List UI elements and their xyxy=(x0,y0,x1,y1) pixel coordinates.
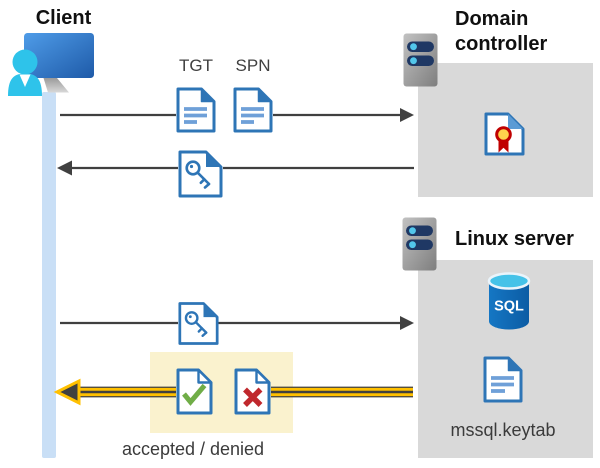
key-ticket-icon-response xyxy=(178,150,223,198)
tgt-document-icon xyxy=(176,87,216,133)
denied-document-icon xyxy=(234,368,271,415)
service-ticket-arrow xyxy=(60,316,414,330)
result-highlight-box xyxy=(150,352,293,433)
result-label: accepted / denied xyxy=(121,439,265,459)
linux-server-label: Linux server xyxy=(455,228,574,250)
keytab-document-icon xyxy=(483,356,523,403)
person-collar xyxy=(19,74,31,87)
certificate-icon xyxy=(484,112,525,156)
domain-controller-server-icon xyxy=(403,33,438,87)
ticket-response-arrow xyxy=(57,160,414,176)
linux-server-icon xyxy=(402,217,437,271)
sql-icon-text: SQL xyxy=(494,299,524,315)
spn-document-icon xyxy=(233,87,273,133)
client-lifeline xyxy=(42,92,56,458)
keytab-file-label: mssql.keytab xyxy=(450,420,556,440)
monitor-icon xyxy=(24,33,94,78)
sql-database-icon: SQL xyxy=(487,272,531,331)
accepted-document-icon xyxy=(176,368,213,415)
key-ticket-icon-forward xyxy=(178,301,219,346)
client-label: Client xyxy=(35,7,92,29)
monitor-stand xyxy=(43,78,69,93)
tgt-label: TGT xyxy=(179,56,213,75)
person-head xyxy=(12,49,38,75)
client-user-icon xyxy=(4,30,98,96)
domain-controller-label: Domain controller xyxy=(455,8,548,55)
spn-label: SPN xyxy=(235,56,271,75)
